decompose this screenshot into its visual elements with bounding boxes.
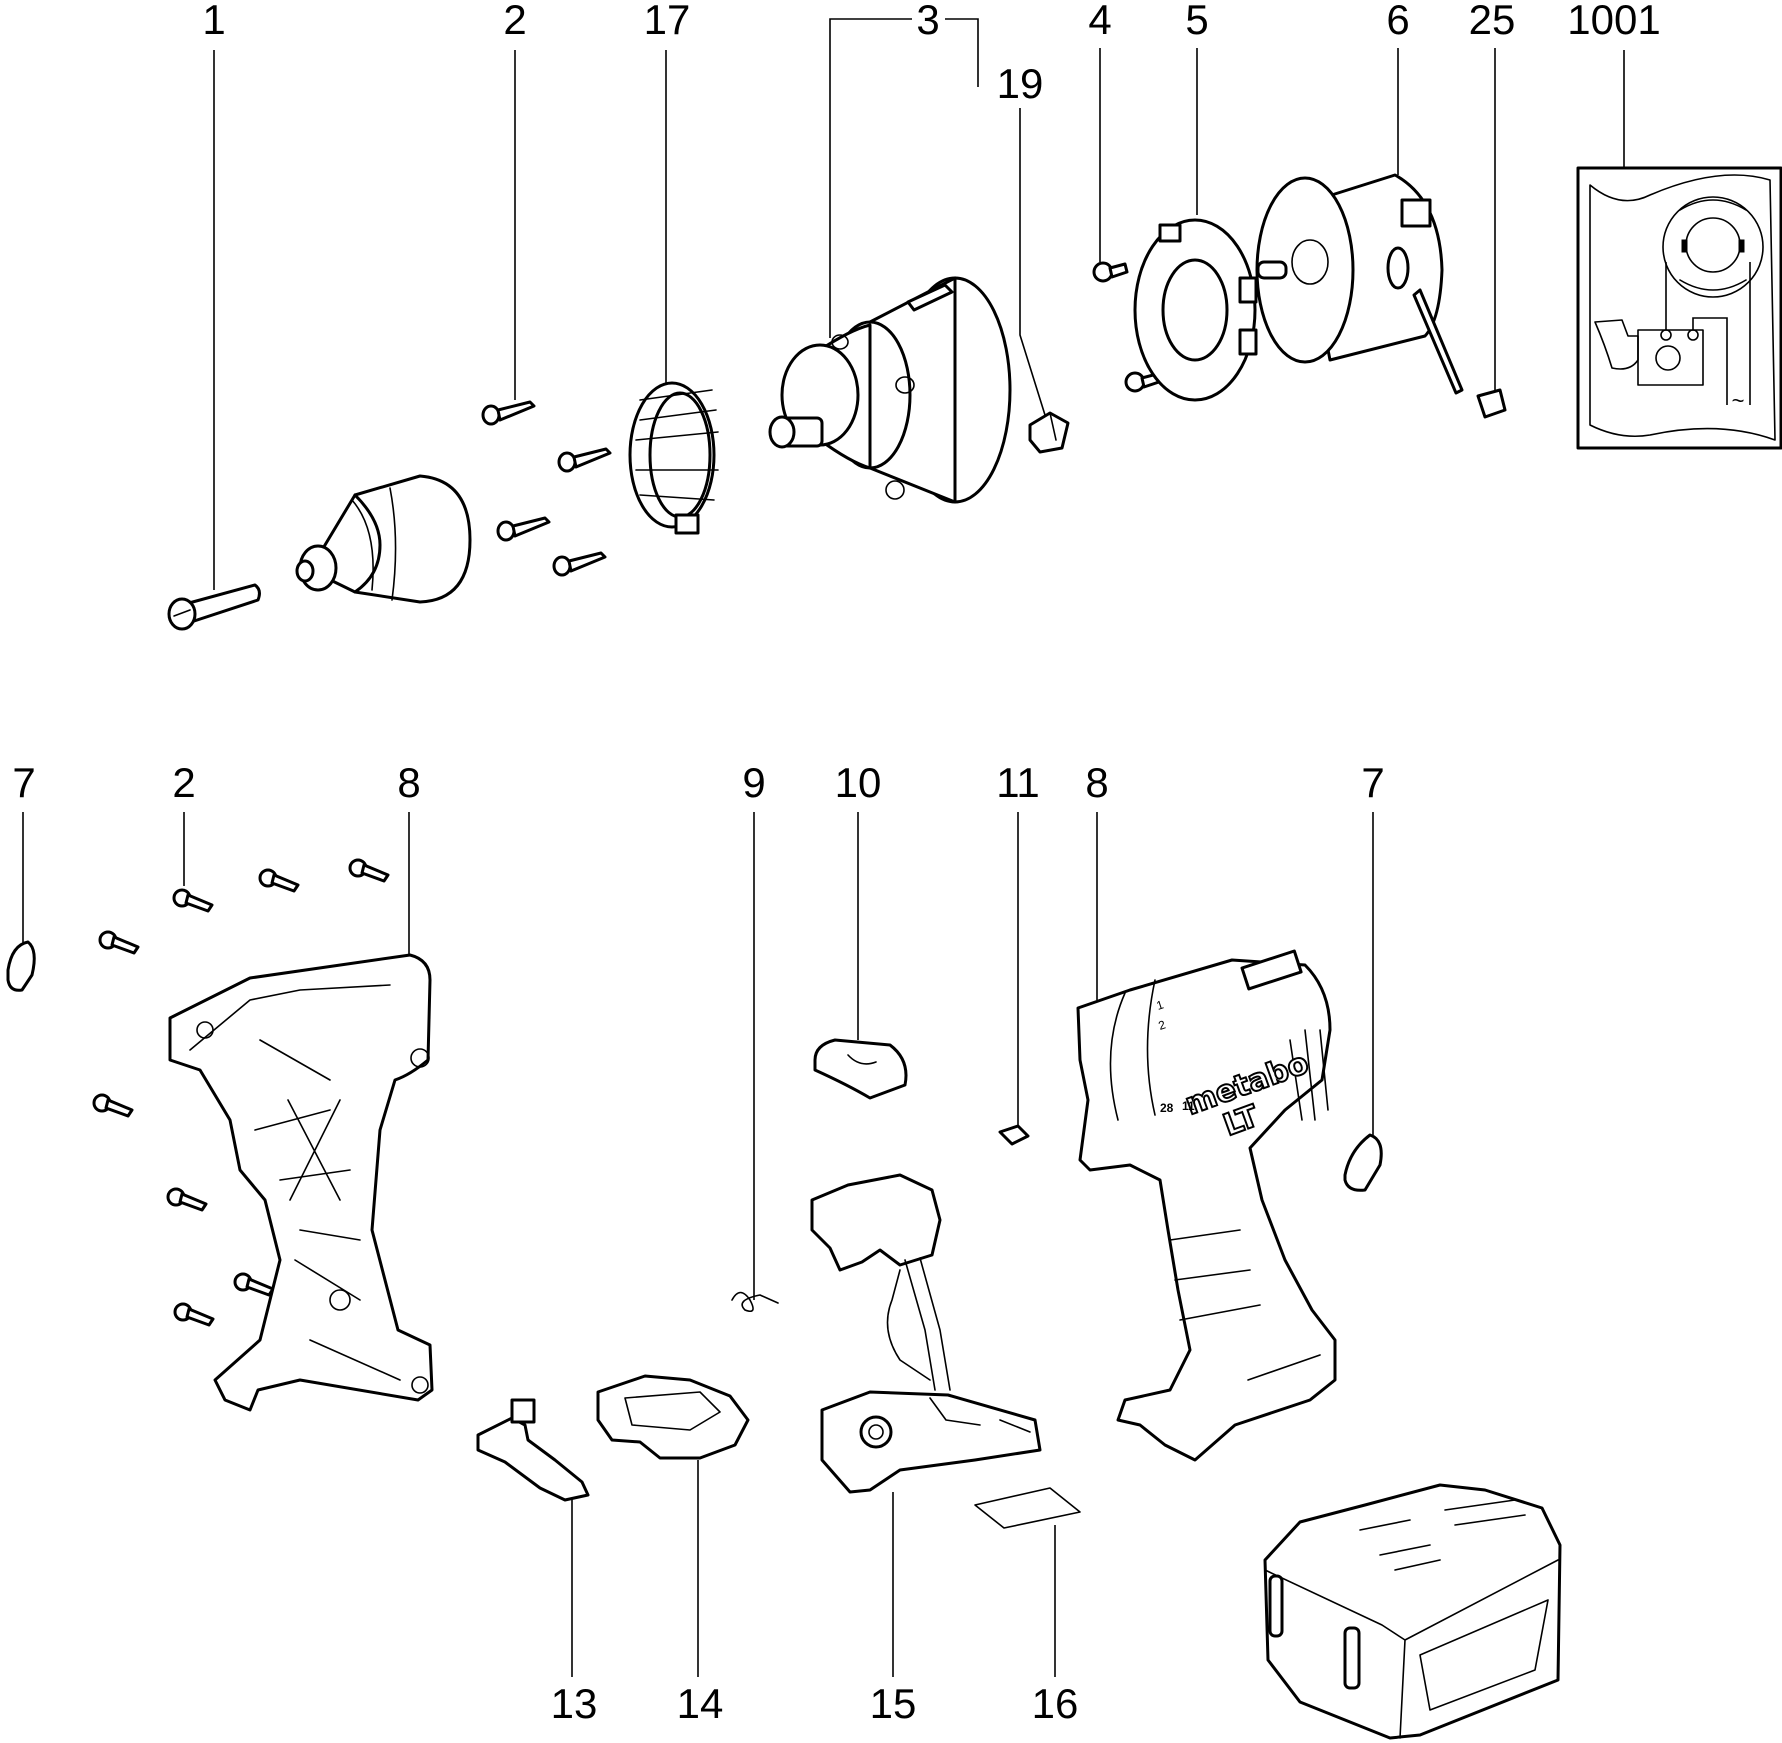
svg-text:15: 15 xyxy=(870,1680,917,1727)
part-8-housing-right[interactable]: metabo LT 1 2 28 11 xyxy=(1076,949,1337,1462)
callout-4[interactable]: 4 xyxy=(1088,0,1112,262)
callout-10[interactable]: 10 xyxy=(835,759,882,1040)
svg-text:25: 25 xyxy=(1469,0,1516,43)
screw[interactable] xyxy=(233,1272,275,1297)
callout-13[interactable]: 13 xyxy=(551,1495,598,1727)
drill-chuck[interactable] xyxy=(295,474,472,604)
screw-2-c[interactable] xyxy=(496,516,551,542)
callout-17[interactable]: 17 xyxy=(644,0,691,390)
housing-screws-left[interactable] xyxy=(92,858,390,1327)
callout-6[interactable]: 6 xyxy=(1386,0,1410,175)
callout-5[interactable]: 5 xyxy=(1185,0,1209,215)
screw[interactable] xyxy=(172,888,214,913)
part-5-motor-flange[interactable] xyxy=(1133,218,1258,402)
callout-14[interactable]: 14 xyxy=(677,1460,724,1727)
part-19-knob[interactable] xyxy=(1028,411,1070,454)
callout-16[interactable]: 16 xyxy=(1032,1525,1079,1727)
part-11-clip[interactable] xyxy=(998,1124,1030,1146)
callout-25[interactable]: 25 xyxy=(1469,0,1516,390)
part-10-direction-switch[interactable] xyxy=(813,1038,908,1100)
svg-text:10: 10 xyxy=(835,759,882,806)
svg-text:8: 8 xyxy=(397,759,420,806)
battery-pack[interactable] xyxy=(1263,1483,1562,1740)
ac-symbol: ~ xyxy=(1732,388,1745,413)
callout-2-top[interactable]: 2 xyxy=(503,0,527,400)
svg-text:19: 19 xyxy=(997,60,1044,107)
callout-1001[interactable]: 1001 xyxy=(1567,0,1661,168)
part-8-housing-left[interactable] xyxy=(168,953,434,1412)
part-3-gearbox[interactable] xyxy=(768,276,1012,504)
svg-text:14: 14 xyxy=(677,1680,724,1727)
part-1-long-screw[interactable] xyxy=(167,583,261,631)
part-17-ring[interactable] xyxy=(628,381,719,535)
svg-text:7: 7 xyxy=(12,759,35,806)
svg-text:7: 7 xyxy=(1361,759,1384,806)
callout-7-right[interactable]: 7 xyxy=(1361,759,1385,1135)
svg-text:1001: 1001 xyxy=(1567,0,1660,43)
callout-8-left[interactable]: 8 xyxy=(397,759,421,957)
callout-2-left[interactable]: 2 xyxy=(172,759,196,886)
label-mark-11: 11 xyxy=(1182,1099,1195,1113)
part-7-end-cap-left[interactable] xyxy=(6,940,36,992)
svg-text:11: 11 xyxy=(996,759,1040,806)
callout-8-right[interactable]: 8 xyxy=(1085,759,1109,1000)
screw[interactable] xyxy=(173,1302,215,1327)
screw[interactable] xyxy=(348,858,390,883)
svg-text:1: 1 xyxy=(202,0,225,43)
svg-text:2: 2 xyxy=(172,759,195,806)
callout-3[interactable]: 3 xyxy=(829,0,979,338)
part-7-end-cap-right[interactable] xyxy=(1343,1133,1383,1192)
screw[interactable] xyxy=(92,1093,134,1118)
callout-1[interactable]: 1 xyxy=(202,0,226,590)
svg-text:2: 2 xyxy=(503,0,526,43)
svg-text:13: 13 xyxy=(551,1680,598,1727)
screw[interactable] xyxy=(166,1187,208,1212)
part-13-belt-hook[interactable] xyxy=(476,1398,590,1502)
speed-mark-1: 1 xyxy=(1155,997,1166,1012)
svg-text:4: 4 xyxy=(1088,0,1111,43)
screw[interactable] xyxy=(98,930,140,955)
part-1001-wiring-diagram[interactable]: ~ xyxy=(1576,166,1782,450)
svg-text:9: 9 xyxy=(742,759,765,806)
svg-text:8: 8 xyxy=(1085,759,1108,806)
screw-2-d[interactable] xyxy=(552,551,607,577)
callout-11[interactable]: 11 xyxy=(996,759,1040,1130)
callout-7-left[interactable]: 7 xyxy=(12,759,36,943)
part-25-insulation[interactable] xyxy=(1476,388,1507,419)
screw-2-b[interactable] xyxy=(557,447,612,473)
part-9-spring[interactable] xyxy=(731,1291,779,1313)
part-15-switch-electronics[interactable] xyxy=(810,1173,1042,1494)
svg-text:5: 5 xyxy=(1185,0,1208,43)
speed-mark-2: 2 xyxy=(1157,1017,1168,1032)
part-4-screw-a[interactable] xyxy=(1092,261,1129,283)
svg-text:6: 6 xyxy=(1386,0,1409,43)
callout-15[interactable]: 15 xyxy=(870,1492,917,1727)
svg-text:3: 3 xyxy=(916,0,939,43)
callout-19[interactable]: 19 xyxy=(997,60,1046,416)
part-14-latch-frame[interactable] xyxy=(596,1374,750,1460)
part-6-motor[interactable] xyxy=(1255,173,1464,395)
callout-9[interactable]: 9 xyxy=(742,759,766,1300)
label-mark-28: 28 xyxy=(1160,1101,1174,1115)
svg-text:16: 16 xyxy=(1032,1680,1079,1727)
part-16-label[interactable] xyxy=(974,1487,1081,1529)
screw[interactable] xyxy=(258,868,300,893)
svg-text:17: 17 xyxy=(644,0,691,43)
screw-2-a[interactable] xyxy=(481,400,536,426)
